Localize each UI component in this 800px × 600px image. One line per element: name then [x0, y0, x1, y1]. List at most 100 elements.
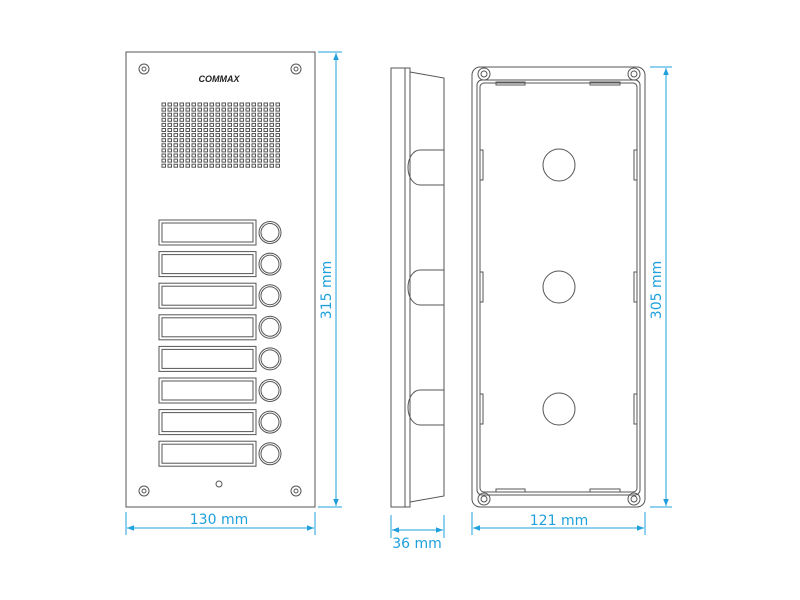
grille-hole [269, 102, 274, 107]
grille-hole [239, 133, 244, 138]
grille-hole [275, 117, 280, 122]
grille-hole [227, 102, 232, 107]
grille-hole [197, 133, 202, 138]
mounting-hole-icon [477, 67, 491, 81]
grille-hole [239, 117, 244, 122]
grille-hole [275, 148, 280, 153]
grille-hole [173, 133, 178, 138]
grille-hole [197, 107, 202, 112]
grille-hole [161, 138, 166, 143]
knockout-hole [542, 392, 576, 426]
grille-hole [227, 158, 232, 163]
grille-hole [173, 117, 178, 122]
grille-hole [227, 138, 232, 143]
grille-hole [209, 102, 214, 107]
grille-hole [269, 143, 274, 148]
back-box-view [471, 66, 646, 508]
grille-hole [257, 143, 262, 148]
call-button [258, 410, 282, 434]
grille-hole [197, 122, 202, 127]
grille-hole [275, 163, 280, 168]
grille-hole [167, 102, 172, 107]
grille-hole [203, 122, 208, 127]
grille-hole [185, 143, 190, 148]
grille-hole [173, 143, 178, 148]
grille-hole [179, 158, 184, 163]
grille-hole [263, 143, 268, 148]
call-button-row [158, 282, 282, 309]
grille-hole [179, 138, 184, 143]
grille-hole [197, 143, 202, 148]
call-button-inner [260, 381, 280, 400]
screw-hole-icon [290, 485, 302, 497]
grille-hole [179, 143, 184, 148]
call-button-inner [260, 349, 280, 369]
grille-hole [233, 107, 238, 112]
grille-hole [215, 138, 220, 143]
grille-hole [161, 107, 166, 112]
grille-hole [215, 107, 220, 112]
grille-hole [197, 163, 202, 168]
grille-hole [203, 153, 208, 158]
dimension-box-height: 305 mm [649, 66, 672, 508]
grille-hole [197, 112, 202, 117]
grille-hole [197, 102, 202, 107]
grille-hole [209, 128, 214, 132]
grille-hole [239, 112, 244, 117]
speaker-grille [161, 102, 280, 168]
grille-hole [161, 102, 166, 107]
grille-hole [179, 133, 184, 138]
grille-hole [167, 143, 172, 148]
grille-hole [191, 102, 196, 107]
call-button [258, 379, 282, 402]
grille-hole [239, 163, 244, 168]
grille-hole [161, 133, 166, 138]
dimension-front-width: 130 mm [125, 512, 316, 535]
grille-hole [191, 112, 196, 117]
grille-hole [263, 163, 268, 168]
grille-hole [221, 122, 226, 127]
name-plate-window [161, 443, 254, 464]
grille-hole [203, 107, 208, 112]
front-view: COMMAX [125, 51, 316, 508]
front-width-label: 130 mm [190, 512, 248, 528]
grille-hole [269, 117, 274, 122]
grille-hole [161, 158, 166, 163]
call-button-inner [260, 254, 280, 274]
grille-hole [173, 107, 178, 112]
knockout-hole [542, 270, 576, 304]
side-view [390, 67, 445, 508]
grille-hole [185, 122, 190, 127]
name-plate [158, 345, 257, 372]
grille-hole [257, 148, 262, 153]
grille-hole [167, 158, 172, 163]
name-plate-window [161, 317, 254, 338]
grille-hole [179, 122, 184, 127]
grille-hole [161, 163, 166, 168]
grille-hole [245, 112, 250, 117]
grille-hole [185, 107, 190, 112]
grille-hole [245, 107, 250, 112]
call-button-inner [260, 223, 280, 242]
mounting-hole-icon [477, 492, 491, 506]
grille-hole [251, 148, 256, 153]
name-plate [158, 409, 257, 436]
grille-hole [251, 128, 256, 132]
grille-hole [275, 122, 280, 127]
grille-hole [251, 133, 256, 138]
grille-hole [191, 163, 196, 168]
grille-hole [227, 133, 232, 138]
grille-hole [221, 163, 226, 168]
grille-hole [269, 148, 274, 153]
grille-hole [161, 148, 166, 153]
grille-hole [197, 138, 202, 143]
grille-hole [239, 122, 244, 127]
grille-hole [221, 148, 226, 153]
grille-hole [239, 143, 244, 148]
dimension-box-width: 121 mm [471, 512, 646, 535]
grille-hole [245, 128, 250, 132]
name-plate-window [161, 254, 254, 275]
call-button [258, 252, 282, 276]
grille-hole [173, 138, 178, 143]
grille-hole [209, 143, 214, 148]
